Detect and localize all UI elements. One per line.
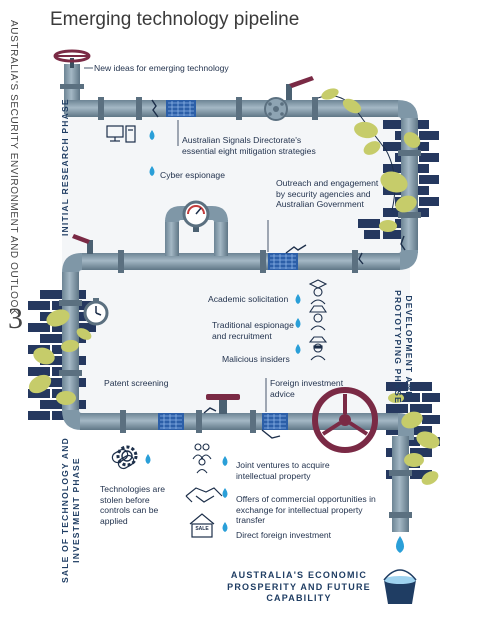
label-academic: Academic solicitation: [208, 294, 289, 304]
label-new-ideas: New ideas for emerging technology: [94, 63, 229, 73]
vine-left: [28, 309, 92, 405]
side-label: AUSTRALIA'S SECURITY ENVIRONMENT AND OUT…: [8, 20, 19, 316]
inlet-valve-wheel: [53, 49, 91, 68]
large-valve-wheel: [312, 387, 378, 453]
filter-middle: [268, 253, 298, 270]
drop-stolen: [145, 454, 151, 464]
pipe-cracks: [151, 99, 406, 439]
handshake-icon: [185, 487, 223, 503]
page-title: Emerging technology pipeline: [50, 9, 300, 30]
phase-sale: SALE OF TECHNOLOGY AND INVESTMENT PHASE: [60, 437, 82, 583]
gear-icon: [116, 445, 138, 467]
middle-valve: [72, 234, 93, 254]
label-patent: Patent screening: [104, 378, 169, 388]
drop-offers: [222, 488, 228, 498]
leader-lines: [84, 67, 269, 412]
drop-traditional: [295, 318, 301, 328]
water-drops: [145, 130, 404, 553]
computer-icon: [106, 125, 136, 143]
drop-outlet: [396, 536, 404, 553]
label-offers: Offers of commercial opportunities in ex…: [236, 494, 376, 526]
filter-bottom-left: [158, 413, 184, 430]
insider-icon: [308, 336, 328, 361]
stopwatch: [83, 298, 109, 326]
filter-top: [166, 100, 196, 117]
drop-cyber: [149, 130, 155, 140]
label-fdi: Direct foreign investment: [236, 530, 332, 540]
pipe-loop-right: [214, 220, 228, 256]
outcome-label: AUSTRALIA'S ECONOMIC PROSPERITY AND FUTU…: [227, 570, 371, 604]
bottom-small-valve: [206, 394, 240, 414]
drop-cyber-2: [149, 166, 155, 176]
filter-bottom-right: [262, 413, 288, 430]
pipe-loop-left: [165, 220, 179, 256]
phase-development: DEVELOPMENT AND PROTOTYPING PHASE: [392, 290, 414, 404]
pipe-elbow-mid-right: [398, 250, 418, 270]
pipe-elbow-mid-left: [62, 253, 82, 273]
vine-bottom-right: [388, 393, 440, 485]
top-valve: [286, 76, 314, 100]
label-asd: Australian Signals Directorate's essenti…: [182, 135, 316, 156]
label-insiders: Malicious insiders: [222, 354, 290, 364]
page-number: 3: [8, 302, 23, 335]
sale-tag: SALE: [195, 526, 209, 532]
label-outreach: Outreach and engagement by security agen…: [276, 178, 379, 210]
label-foreign-advice: Foreign investment advice: [270, 378, 344, 399]
pipe-middle: [80, 253, 400, 270]
people-icon: [192, 443, 212, 474]
pipe-elbow-bottom-left: [62, 410, 82, 430]
pipe-bottom: [80, 413, 400, 430]
spy-icon: [308, 305, 328, 331]
vine-top-right: [317, 88, 421, 232]
round-valve: [264, 97, 288, 121]
label-joint: Joint ventures to acquire intellectual p…: [236, 460, 330, 481]
pipe-elbow-top-right: [398, 100, 418, 120]
phase-initial: INITIAL RESEARCH PHASE: [60, 98, 70, 236]
drop-fdi: [222, 522, 228, 532]
label-stolen: Technologies are stolen before controls …: [100, 484, 165, 527]
graduate-icon: [308, 279, 328, 305]
label-cyber: Cyber espionage: [160, 170, 225, 180]
drop-joint: [222, 456, 228, 466]
pressure-gauge: [182, 200, 210, 232]
sale-house-icon: [189, 513, 215, 538]
drop-academic: [295, 294, 301, 304]
bucket-icon: [383, 569, 417, 604]
drop-insiders: [295, 344, 301, 354]
label-traditional: Traditional espionage and recruitment: [212, 320, 294, 341]
